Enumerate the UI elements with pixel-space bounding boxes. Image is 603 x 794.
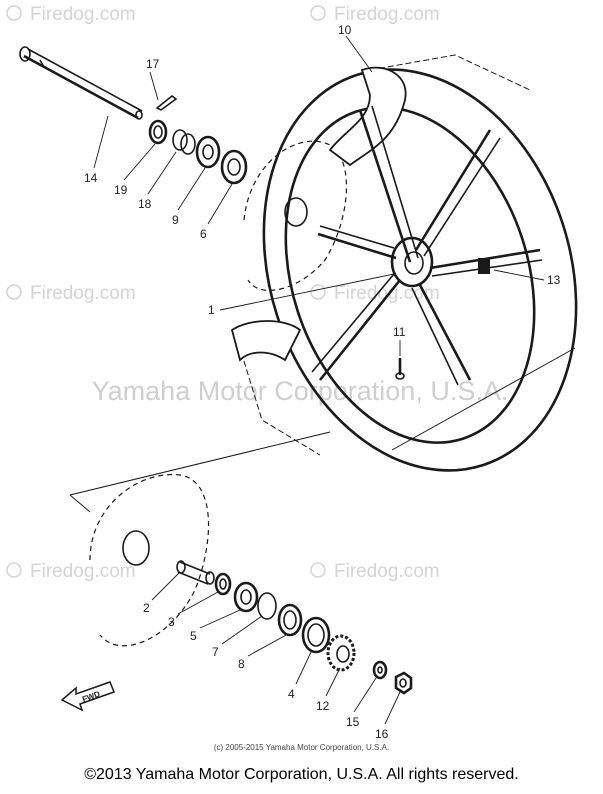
collar-18 [172,129,196,155]
circlip-7 [257,592,277,620]
watermark-center: Yamaha Motor Corporation, U.S.A. [92,376,509,406]
oil-seal-8 [277,603,303,637]
watermark-mid-right: Firedog.com [310,283,440,304]
callout-2: 2 [143,601,150,615]
explode-plane [69,347,576,513]
callout-8: 8 [238,657,245,671]
callouts: 10 17 14 19 18 9 6 13 1 11 2 3 5 7 8 4 1… [84,23,561,741]
callout-14: 14 [84,171,98,185]
watermark-text: Firedog.com [30,4,136,25]
leader-lines [93,35,545,725]
watermark-low-left: Firedog.com [6,561,136,582]
direction-arrow: FWD [60,681,115,712]
callout-17: 17 [146,57,160,71]
collar-4 [301,616,331,654]
brake-disc-upper [243,140,347,291]
spacer-flange-3 [214,572,232,596]
watermark-text: Firedog.com [334,4,440,25]
spacer-2 [176,560,215,585]
watermark-text: Firedog.com [30,561,136,582]
axle-nut-16 [394,671,413,695]
copyright-small: (c) 2005-2015 Yamaha Motor Corporation, … [213,743,390,752]
brake-disc-lower [89,473,210,647]
bearing-5 [233,581,259,613]
callout-10: 10 [338,23,352,37]
watermarks: Firedog.com Firedog.com Firedog.com Fire… [6,4,509,582]
bearing-9 [195,135,221,169]
bearing-6 [220,149,248,185]
balance-weight [478,258,490,274]
washer-15 [372,660,388,680]
callout-1: 1 [208,303,215,317]
callout-6: 6 [200,227,207,241]
callout-13: 13 [547,273,561,287]
cotter-pin [155,94,178,111]
callout-9: 9 [172,213,179,227]
watermark-text: Firedog.com [334,283,440,304]
meter-gear-12 [326,634,356,672]
watermark-mid-left: Firedog.com [6,283,136,304]
watermark-text: Firedog.com [30,283,136,304]
callout-11: 11 [393,325,406,339]
callout-3: 3 [168,615,175,629]
callout-12: 12 [316,699,330,713]
cast-wheel [311,105,543,386]
watermark-top-left: Firedog.com [6,4,136,25]
valve-stem [395,358,405,380]
front-axle [19,46,143,120]
watermark-top-right: Firedog.com [310,4,440,25]
watermark-text: Firedog.com [334,561,440,582]
tire [230,54,578,472]
callout-4: 4 [288,687,295,701]
oil-seal-19 [148,119,168,145]
callout-15: 15 [346,715,360,729]
callout-16: 16 [375,727,389,741]
callout-18: 18 [138,197,152,211]
callout-5: 5 [190,629,197,643]
callout-7: 7 [212,645,219,659]
copyright-main: ©2013 Yamaha Motor Corporation, U.S.A. A… [84,766,519,783]
watermark-low-right: Firedog.com [310,561,440,582]
callout-19: 19 [114,183,128,197]
